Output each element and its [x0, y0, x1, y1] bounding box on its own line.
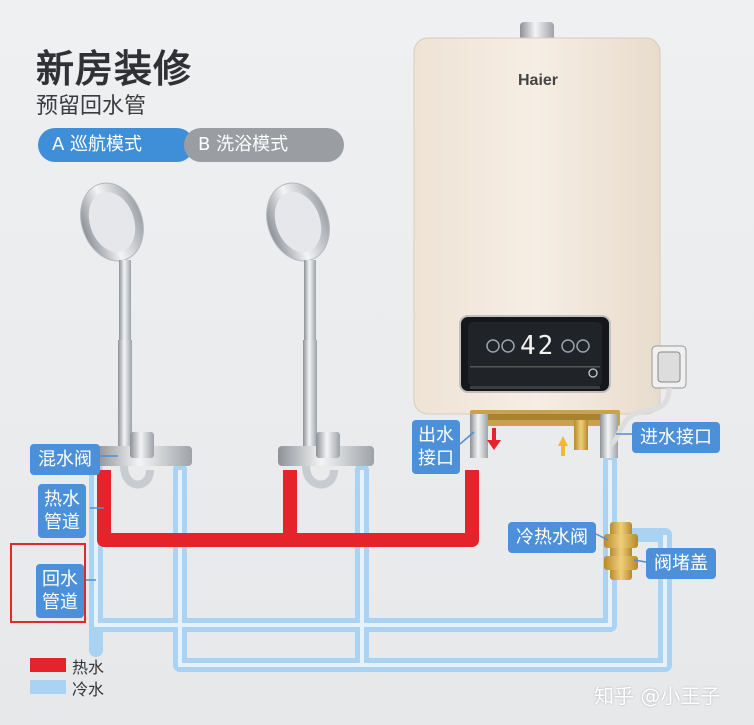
callout-return-pipe: 回水 管道 — [36, 564, 84, 618]
legend-cold-label: 冷水 — [72, 680, 105, 699]
callout-inlet: 进水接口 — [632, 422, 720, 453]
watermark: 知乎 @小王子 — [594, 684, 721, 708]
legend-hot-swatch — [30, 658, 66, 672]
callout-hot-pipe-line2: 管道 — [44, 512, 80, 533]
hot-outflow-arrow — [487, 428, 501, 450]
callout-outlet-line2: 接口 — [418, 448, 454, 469]
heater-temperature-display: 42 — [520, 331, 556, 361]
mode-b-tab[interactable]: B 洗浴模式 — [184, 128, 344, 162]
legend-cold-swatch — [30, 680, 66, 694]
water-heater — [413, 22, 661, 458]
callout-outlet-line1: 出水 — [418, 425, 454, 446]
callout-hot-pipe: 热水 管道 — [38, 484, 86, 538]
hot-water-pipes — [97, 470, 479, 547]
callout-hot-pipe-line1: 热水 — [44, 489, 80, 510]
power-outlet — [608, 345, 687, 448]
shower-set-a — [80, 182, 192, 489]
cold-inflow-arrow — [558, 436, 568, 456]
callout-pointers — [86, 431, 647, 581]
callout-return-pipe-line2: 管道 — [42, 592, 78, 613]
legend-hot-label: 热水 — [72, 658, 105, 677]
page-subtitle: 预留回水管 — [36, 94, 147, 119]
heater-brand-logo: Haier — [518, 72, 559, 89]
page-title: 新房装修 — [36, 47, 193, 91]
return-pipe-highlight — [10, 543, 86, 623]
callout-return-pipe-line1: 回水 — [42, 569, 78, 590]
callout-hot-cold-valve: 冷热水阀 — [508, 522, 596, 553]
callout-mixing-valve: 混水阀 — [30, 444, 100, 475]
callout-plug-cap: 阀堵盖 — [646, 548, 716, 579]
callout-outlet: 出水 接口 — [412, 420, 460, 474]
shower-set-b — [266, 182, 374, 489]
hot-cold-valve — [604, 522, 638, 580]
mode-a-tab[interactable]: A 巡航模式 — [38, 128, 194, 162]
